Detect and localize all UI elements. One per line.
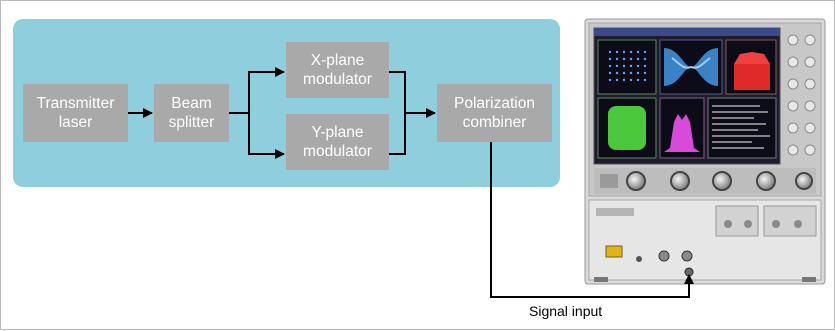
y-plane-modulator-block: Y-plane modulator	[286, 114, 389, 170]
scope-foot-right	[802, 277, 816, 282]
scope-port-2	[658, 250, 670, 262]
arrow-splitter-to-ymod	[248, 113, 285, 159]
constellation-green-cloud	[608, 106, 646, 150]
scope-knob-3	[712, 171, 732, 191]
signal-input-cable	[490, 142, 694, 298]
arrow-splitter-to-xmod	[248, 67, 285, 113]
scope-knob-5	[795, 172, 813, 190]
constellation-grid-dots	[608, 50, 647, 82]
beam-splitter-label: Beam splitter	[168, 95, 215, 131]
transmitter-laser-block: Transmitter laser	[23, 84, 128, 142]
scope-insert-2	[763, 205, 817, 237]
oscilloscope-instrument	[584, 18, 826, 285]
beam-splitter-block: Beam splitter	[154, 84, 229, 142]
xmod-to-combiner-wire	[389, 71, 406, 113]
scope-side-buttons	[787, 34, 816, 156]
scope-knob-2	[670, 171, 690, 191]
signal-input-label: Signal input	[529, 303, 603, 319]
scope-insert-1	[715, 205, 759, 237]
x-plane-modulator-label: X-plane modulator	[303, 52, 372, 88]
y-plane-modulator-label: Y-plane modulator	[303, 124, 372, 160]
polarization-combiner-label: Polarization combiner	[454, 95, 535, 131]
scope-port-3	[681, 250, 693, 262]
transmitter-laser-label: Transmitter laser	[36, 95, 115, 131]
eye-diagram-center	[671, 57, 711, 69]
polarization-combiner-block: Polarization combiner	[437, 84, 552, 142]
scope-small-buttons	[600, 174, 618, 188]
scope-status-light	[605, 245, 623, 258]
ymod-to-combiner-wire	[389, 113, 406, 155]
scope-port-1	[636, 256, 642, 262]
spectrum-red-trace	[734, 64, 770, 90]
scope-menu-bar	[594, 28, 780, 36]
scope-foot-left	[594, 277, 608, 282]
data-table-lines	[712, 105, 770, 149]
scope-knob-4	[756, 171, 776, 191]
scope-knob-1	[626, 171, 646, 191]
x-plane-modulator-block: X-plane modulator	[286, 42, 389, 98]
scope-module-label	[596, 208, 634, 216]
spectrum-magenta-trace	[664, 114, 700, 152]
constellation-grid-plot	[597, 39, 657, 95]
spectrum-red-peak	[734, 52, 770, 64]
